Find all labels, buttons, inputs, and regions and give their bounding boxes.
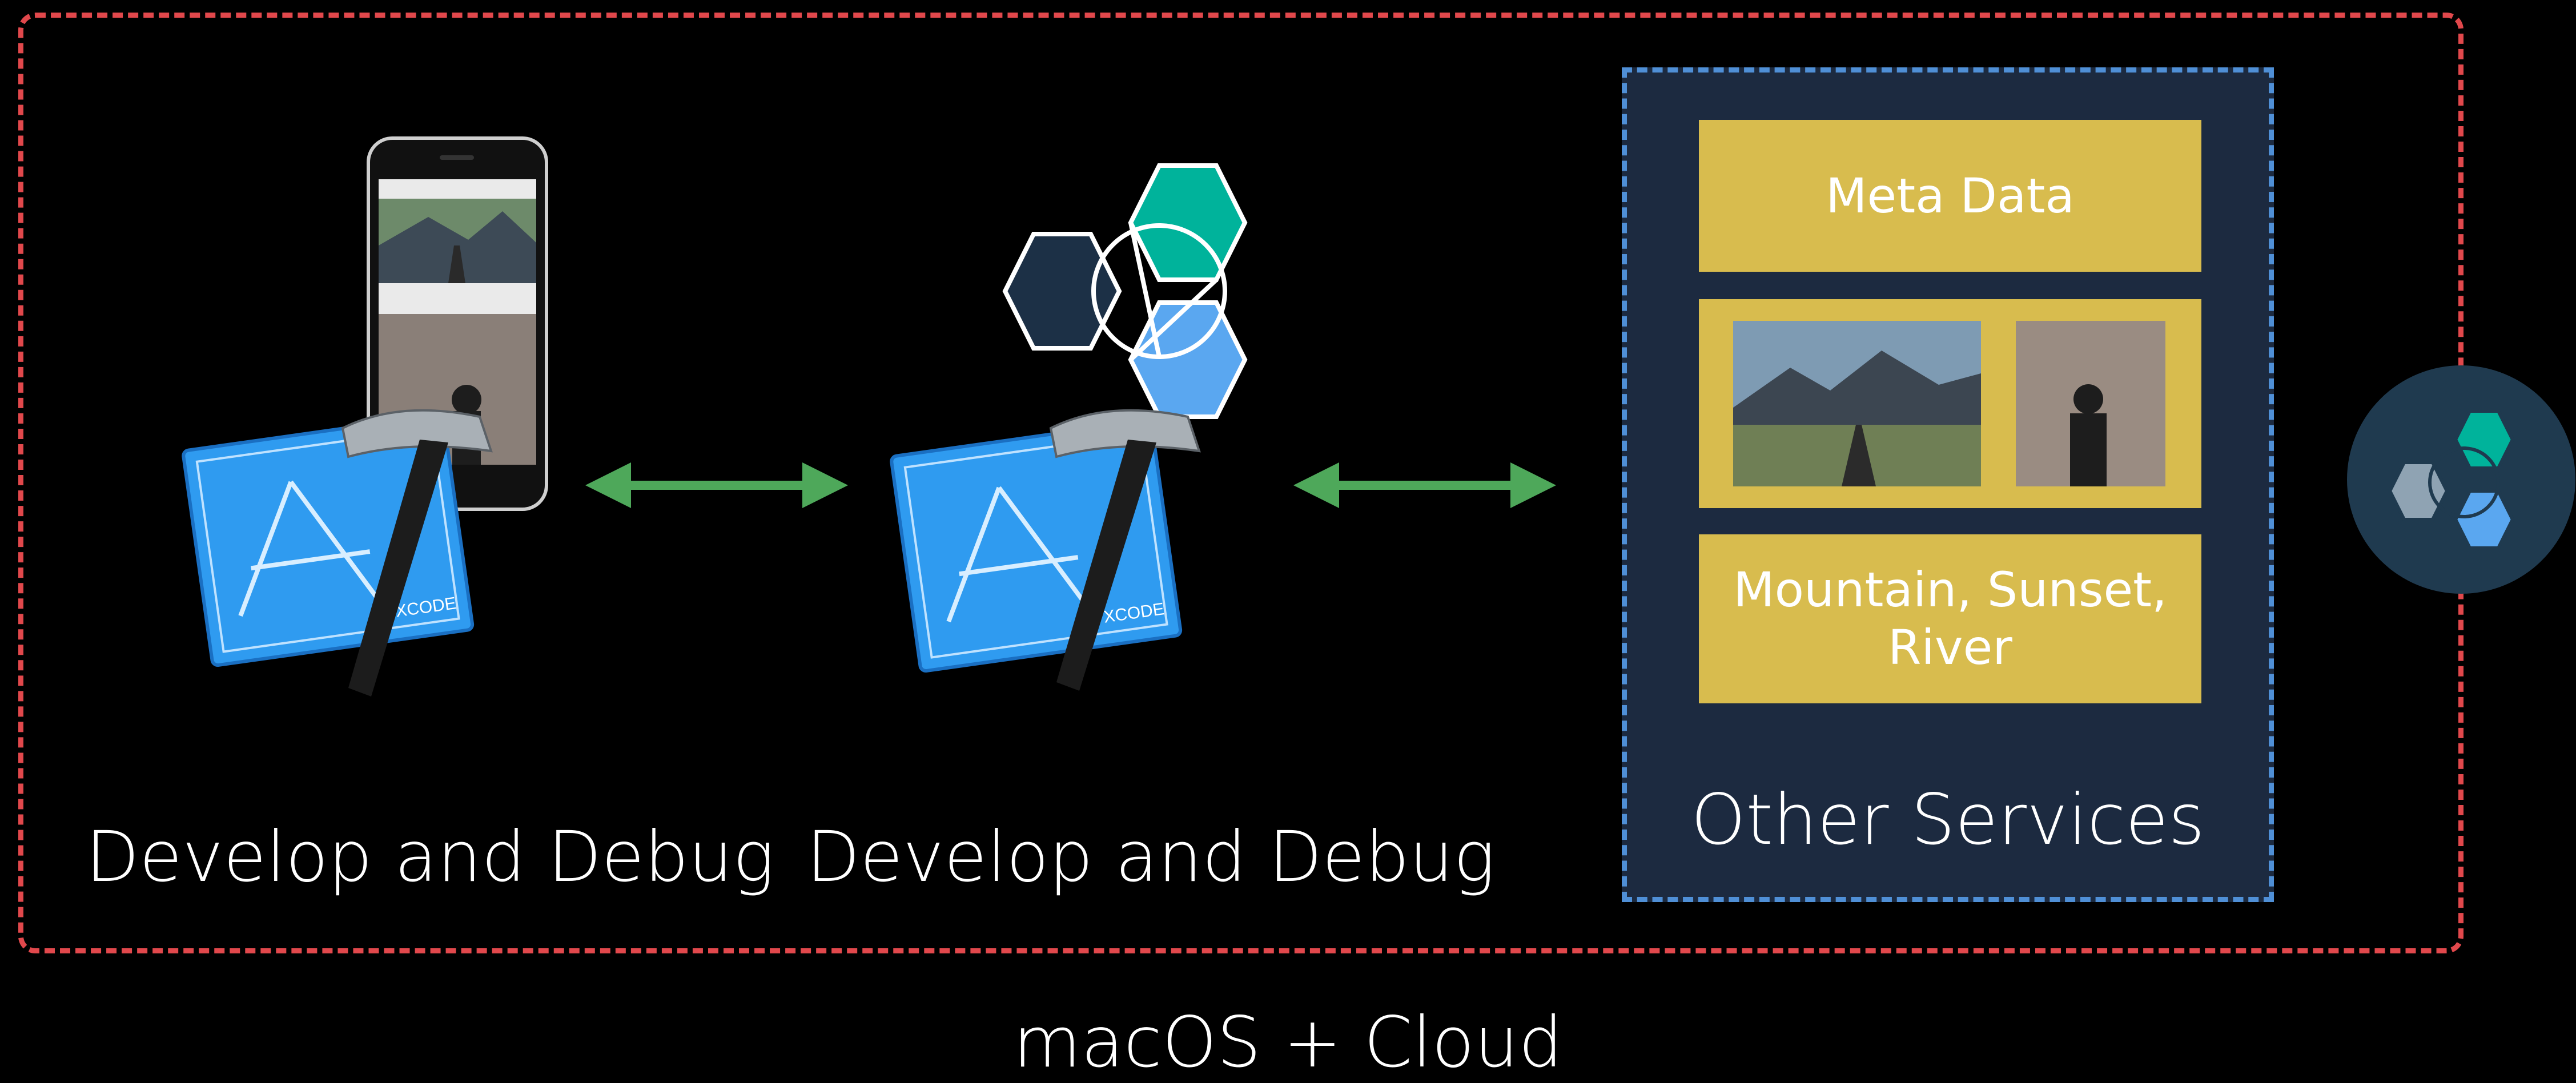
stage-1-caption: Develop and Debug [86, 816, 775, 897]
person-sunset-image [2016, 321, 2165, 486]
stage-2-caption: Develop and Debug [806, 816, 1496, 897]
xcode-icon: XCODE [182, 413, 475, 667]
other-services-title: Other Services [1691, 779, 2205, 860]
hammer-icon [1049, 409, 1201, 691]
bidirectional-arrow-2 [1293, 462, 1556, 508]
hammer-icon [341, 409, 493, 696]
image-thumbnails [1733, 321, 2165, 486]
tags-card: Mountain, Sunset, River [1699, 534, 2201, 703]
device-xcode-group: XCODE [182, 136, 548, 696]
metadata-label: Meta Data [1826, 168, 2075, 224]
watson-logo-icon [1002, 163, 1248, 419]
metadata-card: Meta Data [1699, 120, 2201, 272]
watson-xcode-group: XCODE [890, 163, 1248, 691]
images-card [1699, 299, 2201, 508]
watson-badge-icon [2347, 365, 2575, 594]
tags-label: Mountain, Sunset, River [1733, 562, 2167, 675]
xcode-icon: XCODE [890, 419, 1183, 673]
road-mountain-image [1733, 321, 1981, 486]
environment-label: macOS + Cloud [1013, 1002, 1563, 1083]
bidirectional-arrow-1 [585, 462, 848, 508]
